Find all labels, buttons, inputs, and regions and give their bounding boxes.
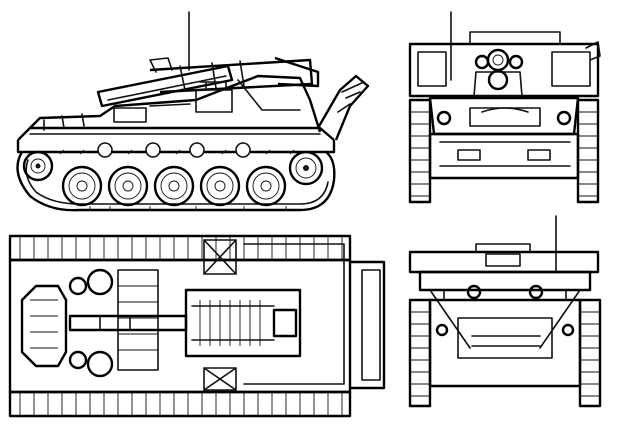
- side-return-rollers: [97, 142, 251, 158]
- side-sprocket-wheel: [22, 150, 54, 182]
- top-fighting-compartment: [184, 239, 345, 391]
- rear-upper-structure: [408, 243, 600, 274]
- side-superstructure: [29, 74, 322, 133]
- side-recoil-spade: [316, 74, 370, 141]
- side-road-wheels: [61, 165, 287, 207]
- top-driver-hatch: [20, 284, 68, 368]
- front-gun-muzzle: [473, 48, 524, 97]
- front-left-track: [408, 98, 432, 204]
- rear-hull: [428, 298, 582, 388]
- side-gun-barrel: [96, 56, 320, 108]
- side-idler-wheel: [288, 150, 324, 186]
- top-engine-deck-hatches: [68, 268, 159, 378]
- front-right-track: [576, 98, 600, 204]
- front-upper-hull: [408, 31, 601, 98]
- rear-left-track: [408, 298, 432, 408]
- side-hull: [16, 126, 336, 154]
- side-track-links: [59, 149, 295, 210]
- rear-right-track: [578, 298, 602, 408]
